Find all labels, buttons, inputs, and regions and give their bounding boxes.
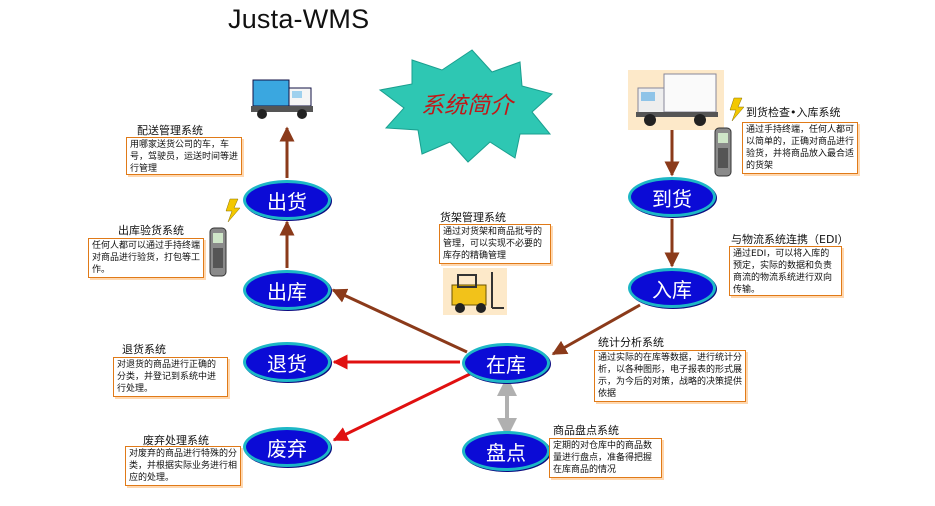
box-chukuyanhuo: 任何人都可以通过手持终端对商品进行验货，打包等工作。 bbox=[88, 238, 204, 278]
node-daohuo: 到货 bbox=[628, 177, 716, 217]
forklift-icon bbox=[443, 268, 507, 315]
box-edi: 通过EDI，可以将入库的预定，实际的数据和负责商流的物流系统进行双向传输。 bbox=[729, 246, 842, 296]
label-feiqi: 废弃处理系统 bbox=[143, 434, 209, 447]
box-peisong: 用哪家送货公司的车，车号，驾驶员，运送时间等进行管理 bbox=[126, 137, 242, 175]
arrow-zaiku-to-chuku bbox=[331, 288, 468, 354]
box-tuihuo: 对退货的商品进行正确的分类，并登记到系统中进行处理。 bbox=[113, 357, 228, 397]
truck-icon bbox=[628, 70, 724, 130]
label-edi: 与物流系统连携（EDI） bbox=[731, 233, 849, 246]
node-chuku: 出库 bbox=[243, 270, 331, 310]
label-chukuyanhuo: 出库验货系统 bbox=[118, 224, 184, 237]
lightning-icon bbox=[729, 97, 745, 122]
label-tuihuo: 退货系统 bbox=[122, 343, 166, 356]
label-pandian: 商品盘点系统 bbox=[553, 424, 619, 437]
node-tuihuo: 退货 bbox=[243, 342, 331, 382]
node-pandian: 盘点 bbox=[462, 431, 550, 471]
page-title: Justa-WMS bbox=[228, 4, 370, 34]
node-zaiku: 在库 bbox=[462, 343, 550, 383]
banner-text: 系统简介 bbox=[421, 93, 516, 119]
label-tongji: 统计分析系统 bbox=[598, 336, 664, 349]
box-pandian: 定期的对仓库中的商品数量进行盘点，准备得把握在库商品的情况 bbox=[549, 438, 662, 478]
box-huojia: 通过对货架和商品批号的管理，可以实现不必要的库存的精确管理 bbox=[439, 224, 551, 264]
arrow-zaiku-to-feiqi bbox=[332, 372, 471, 442]
arrow-ruku-to-zaiku bbox=[551, 303, 641, 356]
label-peisong: 配送管理系统 bbox=[137, 124, 203, 137]
label-huojia: 货架管理系统 bbox=[440, 211, 506, 224]
handheld-terminal-icon bbox=[714, 127, 732, 177]
node-feiqi: 废弃 bbox=[243, 427, 331, 467]
node-ruku: 入库 bbox=[628, 268, 716, 308]
lightning-icon bbox=[225, 198, 241, 223]
box-daohuo: 通过手持终端，任何人都可以简单的，正确对商品进行验货，并将商品放入最合适的货架 bbox=[742, 122, 858, 174]
handheld-terminal-icon bbox=[209, 227, 227, 277]
label-daohuo: 到货检查•入库系统 bbox=[746, 106, 841, 119]
truck-icon bbox=[251, 79, 313, 119]
banner-starburst: 系统简介 bbox=[378, 49, 554, 163]
box-tongji: 通过实际的在库等数据，进行统计分析，以各种图形，电子报表的形式展示，为今后的对策… bbox=[594, 350, 746, 402]
node-chuhuo: 出货 bbox=[243, 180, 331, 220]
box-feiqi: 对废弃的商品进行特殊的分类，并根据实际业务进行相应的处理。 bbox=[125, 446, 241, 486]
